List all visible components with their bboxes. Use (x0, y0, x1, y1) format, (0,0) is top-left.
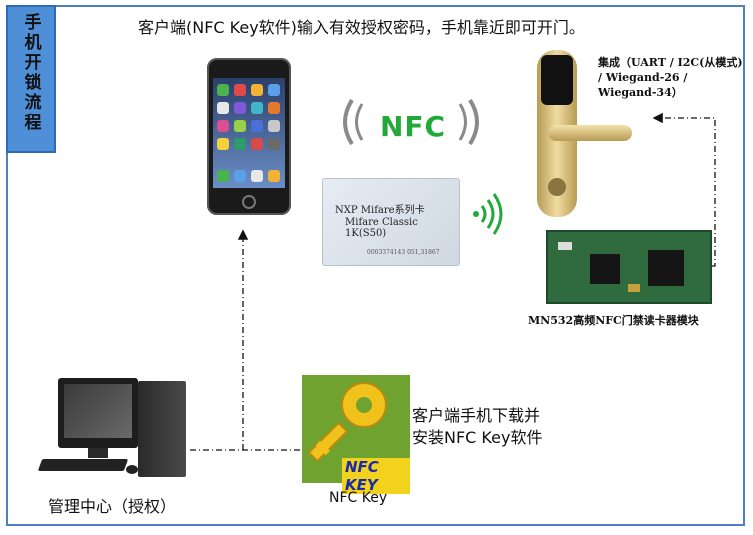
nfc-key-app-icon: NFC KEY (302, 375, 410, 494)
connector-module-to-lock (652, 112, 716, 267)
smartphone-image (207, 58, 291, 215)
key-icon-text: NFC KEY (342, 458, 410, 494)
nfc-logo: NFC (380, 110, 447, 143)
client-download-line-2: 安装NFC Key软件 (412, 428, 543, 447)
lock-integration-label: 集成（UART / I2C(从模式) / Wiegand-26 / Wiegan… (598, 56, 743, 99)
client-download-line-1: 客户端手机下载并 (412, 406, 541, 425)
monitor-image (58, 378, 138, 448)
nfc-key-caption: NFC Key (329, 490, 388, 506)
card-serial: 0003374143 051,31867 (367, 249, 440, 256)
management-center-label: 管理中心（授权） (48, 497, 177, 516)
side-title-text: 手机开锁流程 (20, 13, 41, 133)
side-title: 手机开锁流程 (6, 5, 56, 153)
lock-reader-panel (541, 55, 573, 105)
card-line-2: Mifare Classic 1K(S50) (345, 217, 418, 239)
mouse-icon (126, 465, 138, 474)
key-icon (307, 382, 387, 463)
monitor-stand (88, 448, 108, 458)
headline: 客户端(NFC Key软件)输入有效授权密码，手机靠近即可开门。 (138, 18, 585, 37)
reader-module-label: MN532高频NFC门禁读卡器模块 (528, 314, 699, 327)
lock-key-cylinder-icon (548, 178, 566, 196)
mifare-card: NXP Mifare系列卡 Mifare Classic 1K(S50) 000… (322, 178, 460, 266)
client-download-label: 客户端手机下载并 安装NFC Key软件 (412, 405, 542, 449)
lock-handle (548, 125, 632, 141)
pc-tower-image (138, 381, 186, 477)
diagram-frame (6, 5, 745, 526)
home-button-icon (242, 195, 256, 209)
phone-screen (213, 78, 285, 188)
reader-module-image (546, 230, 712, 304)
card-line-1: NXP Mifare系列卡 (335, 205, 425, 216)
